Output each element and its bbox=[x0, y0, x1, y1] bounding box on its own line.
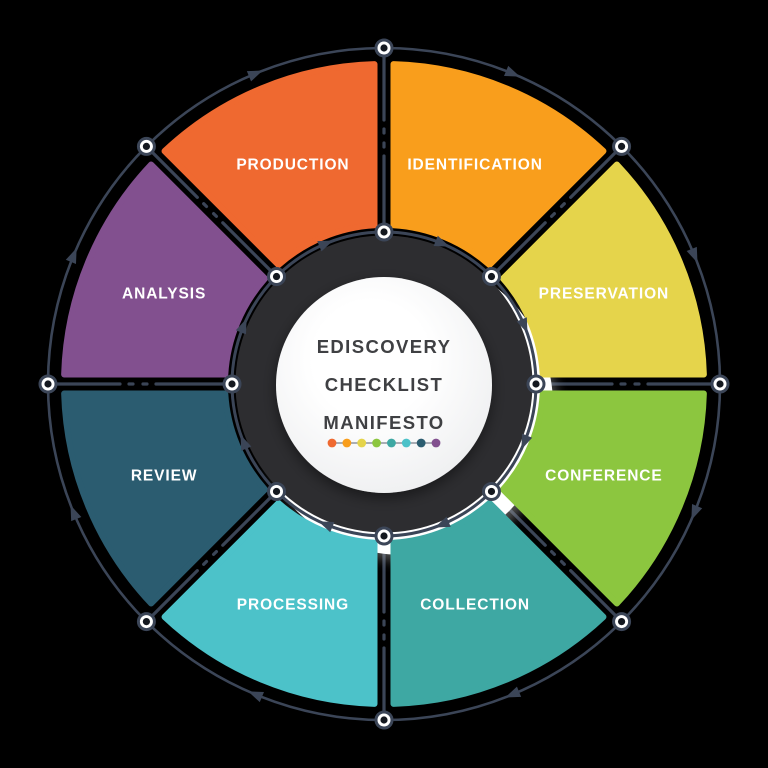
segment-identification bbox=[390, 61, 607, 269]
junction-node-center bbox=[617, 142, 626, 151]
flow-arrow bbox=[235, 318, 247, 335]
flow-arrow bbox=[318, 521, 335, 533]
segment-preservation bbox=[499, 161, 707, 378]
junction-node-center bbox=[44, 380, 52, 388]
color-dot-processing bbox=[401, 438, 411, 448]
color-dot-identification bbox=[342, 438, 352, 448]
junction-node-center bbox=[380, 44, 388, 52]
flow-arrow bbox=[521, 433, 533, 450]
segment-label-processing: PROCESSING bbox=[237, 596, 349, 613]
junction-node-center bbox=[272, 487, 281, 496]
segment-divider bbox=[144, 488, 280, 624]
segment-label-collection: COLLECTION bbox=[420, 596, 530, 613]
segment-label-analysis: ANALYSIS bbox=[122, 285, 206, 302]
center-circle bbox=[276, 277, 492, 493]
flow-arrow bbox=[686, 246, 698, 263]
color-dot-conference bbox=[372, 438, 381, 448]
junction-node-center bbox=[487, 487, 496, 496]
junction-node-center bbox=[142, 617, 151, 626]
junction-node-center bbox=[380, 716, 388, 724]
junction-node-center bbox=[380, 228, 388, 236]
color-dot-review bbox=[416, 438, 426, 448]
color-dot-analysis bbox=[431, 438, 441, 448]
center-title-line-3: MANIFESTO bbox=[323, 412, 444, 433]
junction-node-center bbox=[487, 272, 496, 281]
outer-arrows-and-nodes bbox=[38, 38, 730, 730]
flow-arrow bbox=[246, 70, 263, 82]
segment-label-review: REVIEW bbox=[131, 468, 198, 485]
color-dot-preservation bbox=[357, 438, 367, 448]
color-dot-production bbox=[327, 438, 337, 448]
segment-label-preservation: PRESERVATION bbox=[539, 285, 670, 302]
junction-node-center bbox=[272, 272, 281, 281]
flow-arrow bbox=[505, 686, 522, 698]
segment-label-identification: IDENTIFICATION bbox=[407, 157, 542, 174]
flow-arrow bbox=[691, 504, 703, 520]
segment-label-production: PRODUCTION bbox=[236, 157, 349, 174]
segment-review bbox=[61, 390, 269, 607]
flow-arrow bbox=[317, 240, 334, 252]
segment-conference bbox=[499, 390, 707, 607]
color-dot-collection bbox=[387, 438, 396, 448]
center-title-line-1: EDISCOVERY bbox=[317, 336, 452, 357]
junction-node-center bbox=[716, 380, 724, 388]
flow-arrow bbox=[504, 65, 520, 77]
junction-node-center bbox=[228, 380, 236, 388]
flow-arrow bbox=[248, 691, 264, 703]
junction-node-center bbox=[532, 380, 540, 388]
segment-analysis bbox=[61, 161, 269, 378]
flow-arrow bbox=[65, 248, 77, 264]
junction-node-center bbox=[617, 617, 626, 626]
center-title-line-2: CHECKLIST bbox=[325, 374, 443, 395]
junction-node-center bbox=[142, 142, 151, 151]
segment-production bbox=[161, 61, 378, 269]
flow-arrow bbox=[70, 505, 82, 522]
junction-node-center bbox=[380, 532, 388, 540]
segment-divider bbox=[488, 144, 624, 280]
flow-arrow bbox=[433, 235, 450, 247]
wheel-segments: IDENTIFICATION PRESERVATION CONFERENCE COLL… bbox=[61, 61, 707, 707]
segment-label-conference: CONFERENCE bbox=[545, 468, 663, 485]
center-color-dots bbox=[327, 438, 441, 448]
flow-arrow bbox=[434, 516, 451, 528]
inner-arrows-and-nodes bbox=[222, 222, 546, 546]
segment-divider bbox=[144, 144, 280, 280]
flow-arrow bbox=[240, 434, 252, 451]
flow-arrow bbox=[516, 317, 528, 334]
segment-processing bbox=[161, 499, 378, 707]
segment-collection bbox=[390, 499, 607, 707]
